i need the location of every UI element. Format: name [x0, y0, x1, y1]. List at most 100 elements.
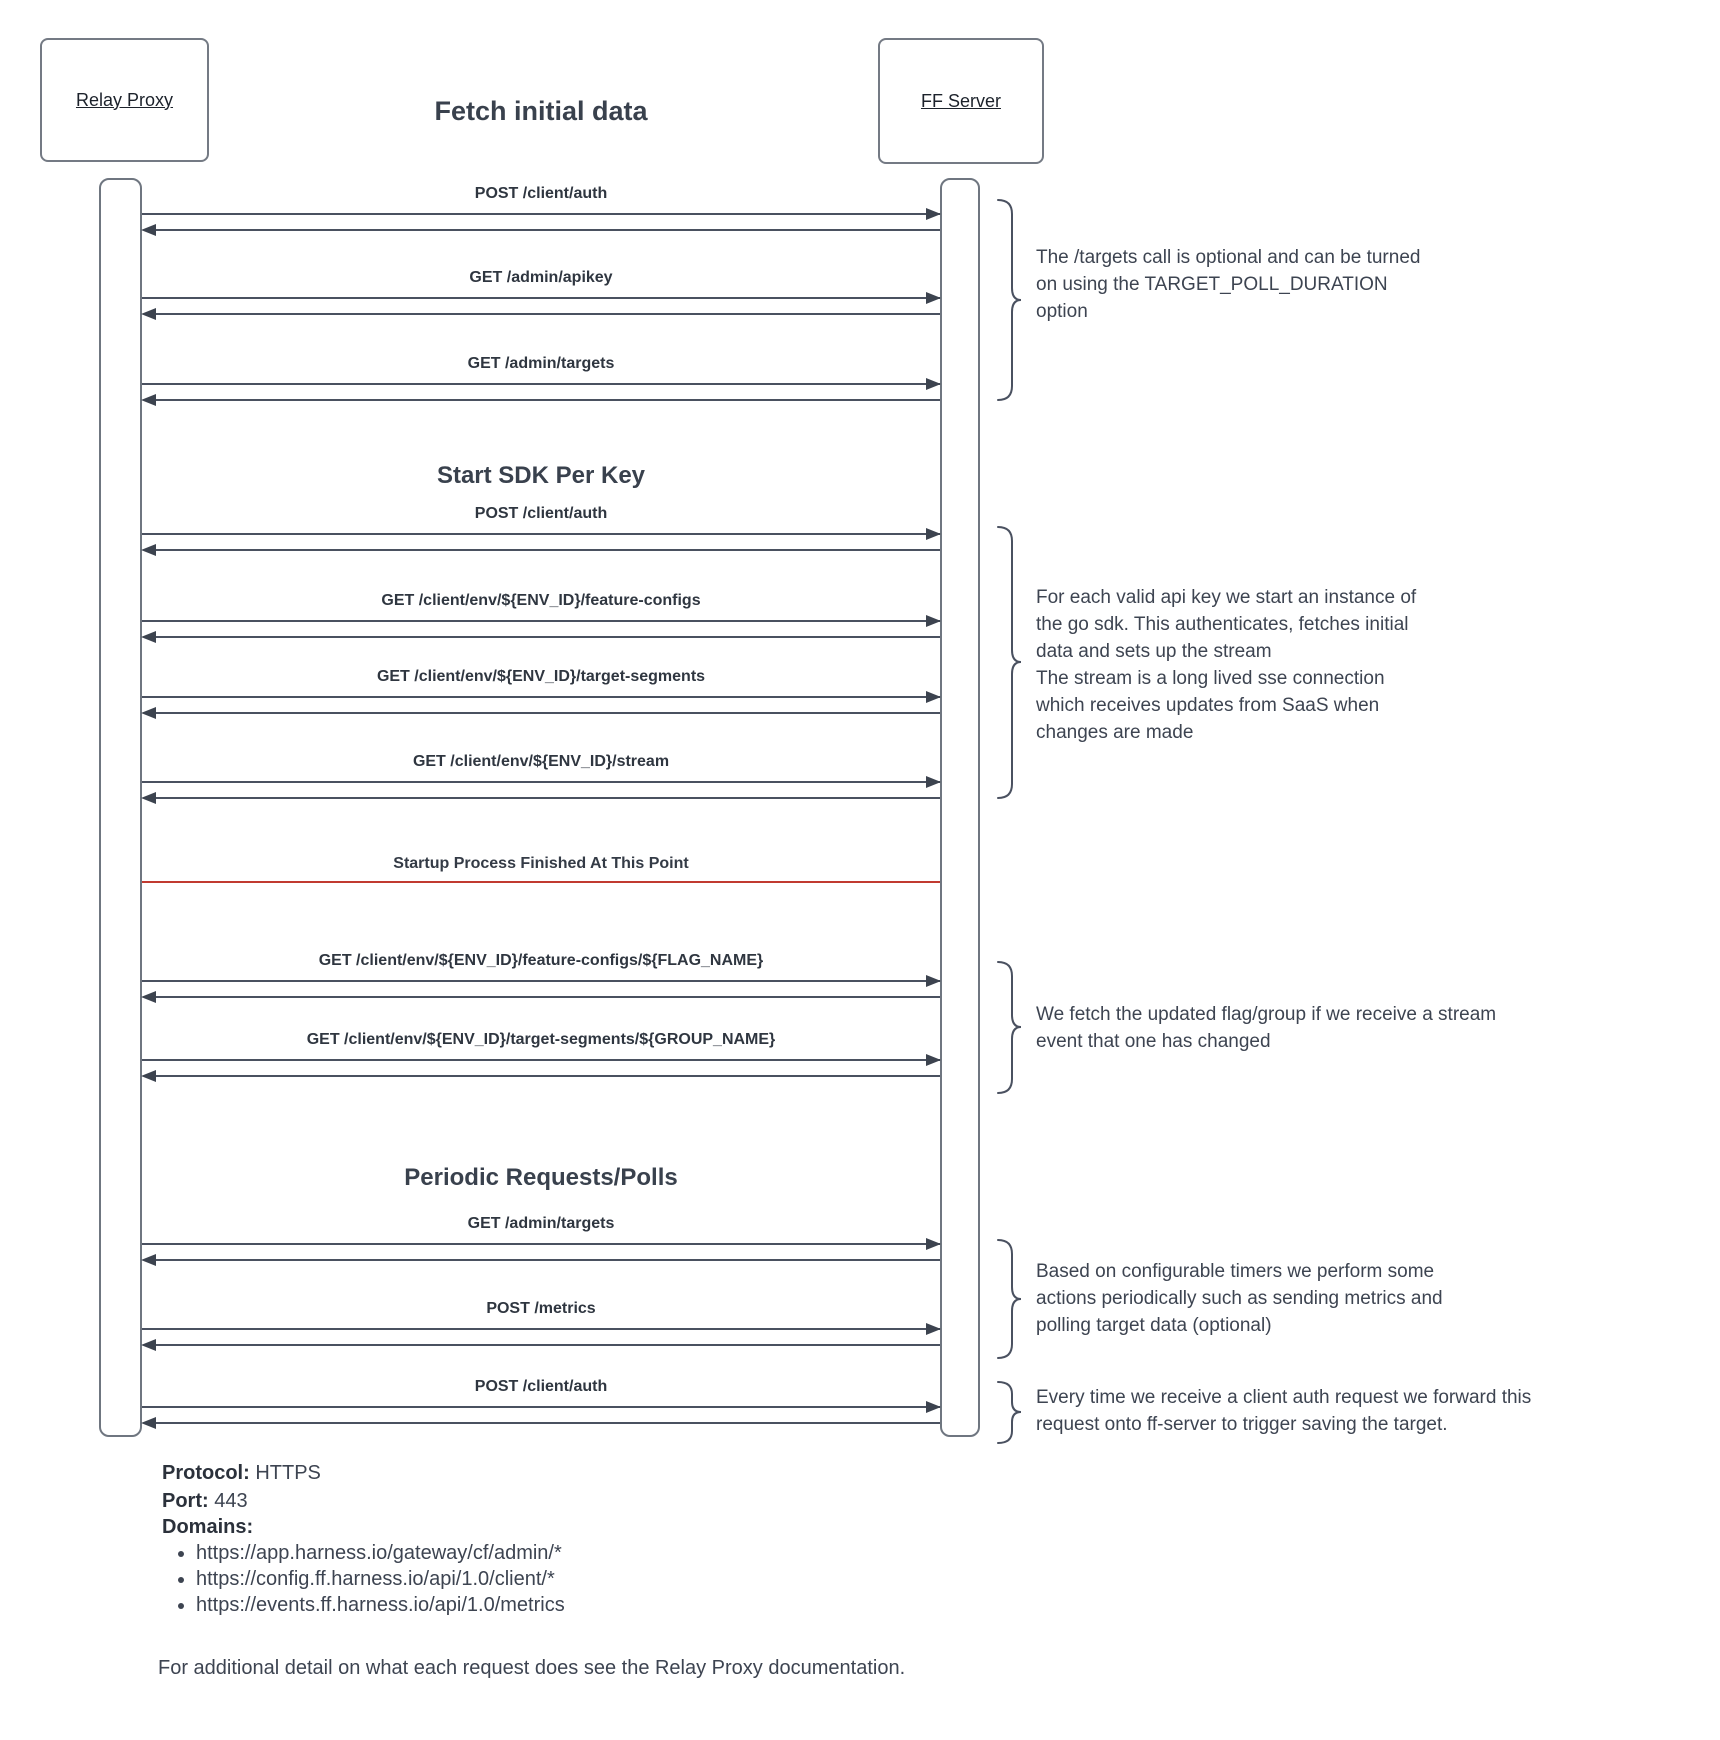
- arrowhead-left-icon: [141, 991, 156, 1003]
- arrowhead-right-icon: [926, 528, 941, 540]
- footer-protocol-label: Protocol:: [162, 1462, 250, 1484]
- arrowhead-right-icon: [926, 1238, 941, 1250]
- message-row-post-client-auth-3: POST /client/auth: [141, 1378, 941, 1429]
- request-arrow: [142, 1323, 941, 1335]
- message-row-get-admin-targets-1: GET /admin/targets: [141, 355, 941, 406]
- response-arrow: [141, 1339, 940, 1351]
- annotation-stream-event: We fetch the updated flag/group if we re…: [1036, 1004, 1497, 1052]
- arrowhead-left-icon: [141, 631, 156, 643]
- arrowhead-left-icon: [141, 1417, 156, 1429]
- lifeline-ff-server: [940, 178, 980, 1437]
- arrowhead-left-icon: [141, 544, 156, 556]
- response-arrow: [141, 1417, 940, 1429]
- brace-icon: [997, 526, 1022, 799]
- message-label: GET /client/env/${ENV_ID}/feature-config…: [318, 952, 764, 969]
- message-label: GET /client/env/${ENV_ID}/target-segment…: [376, 668, 706, 685]
- request-arrow: [142, 691, 941, 703]
- annotation-periodic-timers: Based on configurable timers we perform …: [1036, 1261, 1443, 1336]
- request-arrow: [142, 615, 941, 627]
- message-row-get-stream: GET /client/env/${ENV_ID}/stream: [141, 753, 941, 804]
- domain-item: https://app.harness.io/gateway/cf/admin/…: [196, 1540, 565, 1566]
- response-arrow: [141, 544, 940, 556]
- footer-protocol: Protocol: HTTPS: [162, 1462, 321, 1485]
- request-arrow: [142, 292, 941, 304]
- response-arrow: [141, 308, 940, 320]
- arrowhead-left-icon: [141, 1339, 156, 1351]
- response-arrow: [141, 1070, 940, 1082]
- response-arrow: [141, 224, 940, 236]
- request-arrow: [142, 1238, 941, 1250]
- message-row-get-admin-apikey: GET /admin/apikey: [141, 269, 941, 320]
- footer-domains-label: Domains:: [162, 1516, 254, 1538]
- arrowhead-right-icon: [926, 776, 941, 788]
- arrowhead-right-icon: [926, 1401, 941, 1413]
- message-row-get-feature-config-flag: GET /client/env/${ENV_ID}/feature-config…: [141, 952, 941, 1003]
- arrowhead-left-icon: [141, 792, 156, 804]
- footer-note: For additional detail on what each reque…: [158, 1657, 906, 1679]
- request-arrow: [142, 378, 941, 390]
- lifeline-relay-proxy: [99, 178, 142, 1437]
- brace-icon: [997, 1239, 1022, 1359]
- request-arrow: [142, 1054, 941, 1066]
- actor-ff-server-label: FF Server: [920, 90, 1001, 111]
- actor-ff-server: FF Server: [878, 38, 1044, 164]
- arrowhead-right-icon: [926, 208, 941, 220]
- request-arrow: [142, 1401, 941, 1413]
- response-arrow: [141, 1254, 940, 1266]
- footer-port-label: Port:: [162, 1490, 209, 1512]
- arrowhead-left-icon: [141, 1070, 156, 1082]
- startup-finished-label: Startup Process Finished At This Point: [393, 855, 689, 872]
- brace-icon: [997, 1381, 1022, 1444]
- message-label: GET /client/env/${ENV_ID}/target-segment…: [306, 1031, 776, 1048]
- brace-icon: [997, 961, 1022, 1094]
- request-arrow: [142, 776, 941, 788]
- startup-finished-divider-line: [142, 881, 940, 883]
- message-row-get-admin-targets-2: GET /admin/targets: [141, 1215, 941, 1266]
- arrowhead-left-icon: [141, 224, 156, 236]
- arrowhead-right-icon: [926, 292, 941, 304]
- domain-item: https://config.ff.harness.io/api/1.0/cli…: [196, 1566, 565, 1592]
- arrowhead-right-icon: [926, 615, 941, 627]
- annotation-sdk-per-key: For each valid api key we start an insta…: [1036, 587, 1417, 743]
- response-arrow: [141, 991, 940, 1003]
- arrowhead-right-icon: [926, 1323, 941, 1335]
- message-row-get-target-segments: GET /client/env/${ENV_ID}/target-segment…: [141, 668, 941, 719]
- response-arrow: [141, 394, 940, 406]
- arrowhead-left-icon: [141, 394, 156, 406]
- message-row-post-client-auth-1: POST /client/auth: [141, 185, 941, 236]
- actor-relay-proxy: Relay Proxy: [40, 38, 209, 162]
- message-row-post-client-auth-2: POST /client/auth: [141, 505, 941, 556]
- arrowhead-right-icon: [926, 378, 941, 390]
- request-arrow: [142, 975, 941, 987]
- message-label: GET /admin/apikey: [469, 269, 613, 286]
- arrowhead-right-icon: [926, 1054, 941, 1066]
- response-arrow: [141, 631, 940, 643]
- annotation-targets-optional: The /targets call is optional and can be…: [1036, 247, 1421, 322]
- arrowhead-left-icon: [141, 1254, 156, 1266]
- arrowhead-right-icon: [926, 691, 941, 703]
- message-row-get-feature-configs: GET /client/env/${ENV_ID}/feature-config…: [141, 592, 941, 643]
- message-label: POST /client/auth: [474, 185, 608, 202]
- section-title-start-sdk-per-key: Start SDK Per Key: [436, 462, 646, 489]
- response-arrow: [141, 792, 940, 804]
- domain-item: https://events.ff.harness.io/api/1.0/met…: [196, 1592, 565, 1618]
- footer-port-value: 443: [208, 1490, 248, 1512]
- section-title-periodic-requests: Periodic Requests/Polls: [404, 1164, 678, 1191]
- section-title-fetch-initial-data: Fetch initial data: [434, 96, 648, 126]
- message-label: GET /admin/targets: [467, 355, 615, 372]
- message-label: POST /metrics: [486, 1300, 596, 1317]
- footer-port: Port: 443: [162, 1490, 248, 1513]
- message-label: POST /client/auth: [474, 505, 608, 522]
- footer-domains-list: https://app.harness.io/gateway/cf/admin/…: [170, 1540, 565, 1618]
- actor-relay-proxy-label: Relay Proxy: [75, 89, 174, 110]
- footer-protocol-value: HTTPS: [249, 1462, 321, 1484]
- message-row-get-target-segment-group: GET /client/env/${ENV_ID}/target-segment…: [141, 1031, 941, 1082]
- message-label: GET /client/env/${ENV_ID}/stream: [412, 753, 670, 770]
- message-row-post-metrics: POST /metrics: [141, 1300, 941, 1351]
- arrowhead-left-icon: [141, 308, 156, 320]
- request-arrow: [142, 208, 941, 220]
- arrowhead-right-icon: [926, 975, 941, 987]
- response-arrow: [141, 707, 940, 719]
- message-label: GET /admin/targets: [467, 1215, 615, 1232]
